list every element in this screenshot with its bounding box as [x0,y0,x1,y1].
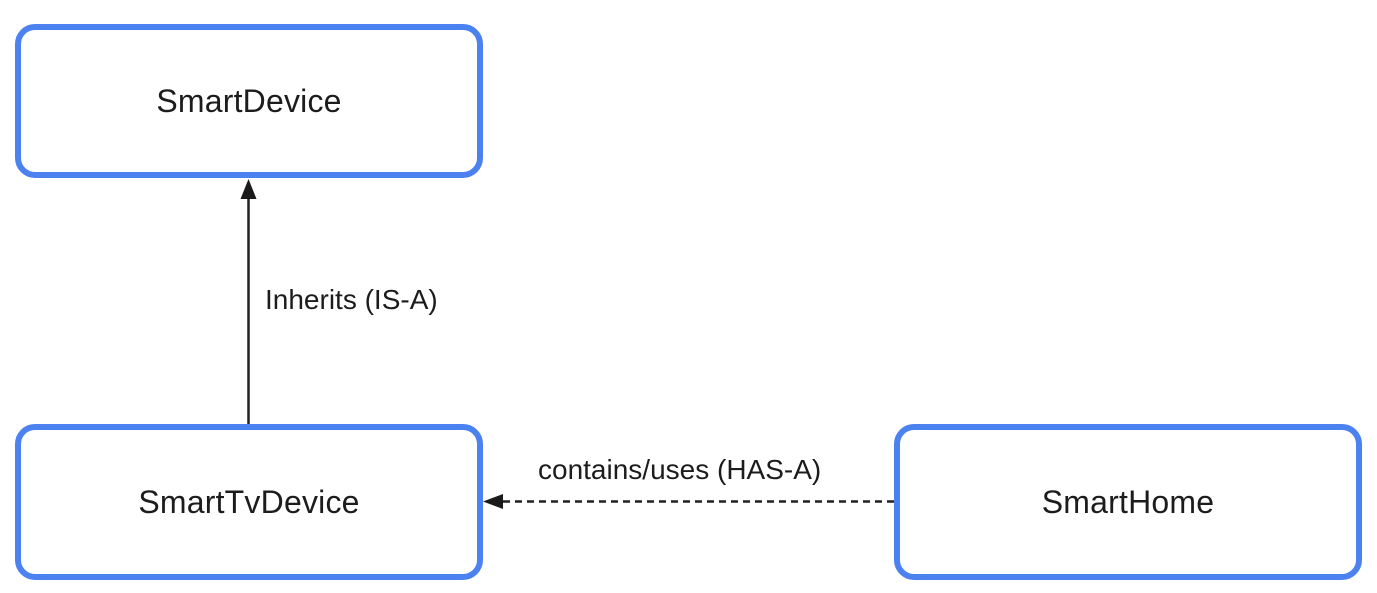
node-smart-tv-device: SmartTvDevice [15,424,483,580]
edge-label-inherits: Inherits (IS-A) [265,284,438,315]
node-smart-device: SmartDevice [15,24,483,178]
node-smart-device-label: SmartDevice [156,82,342,119]
arrowhead-up-icon [240,179,257,199]
inherits-arrow [240,179,257,424]
edge-label-contains-uses: contains/uses (HAS-A) [538,454,822,485]
node-smart-home-label: SmartHome [1041,483,1215,520]
has-a-arrow [483,494,894,509]
arrowhead-left-icon [483,494,503,509]
node-smart-tv-device-label: SmartTvDevice [138,483,360,520]
node-smart-home: SmartHome [894,424,1362,580]
